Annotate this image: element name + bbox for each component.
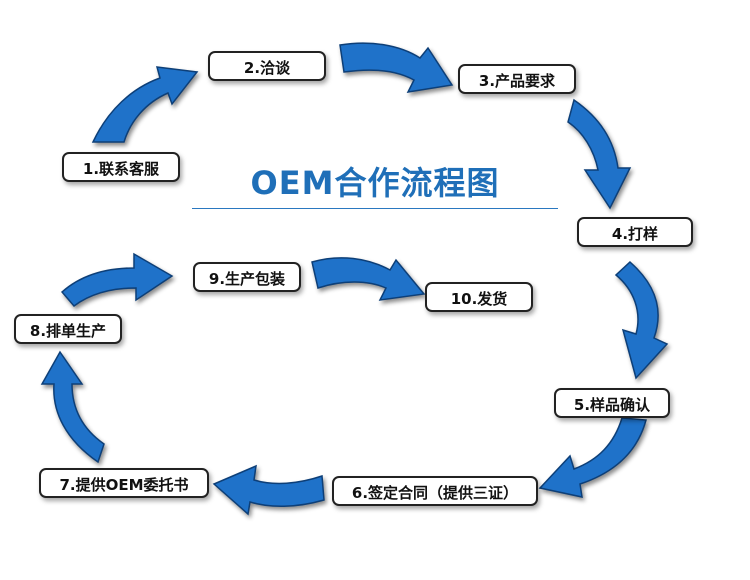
- diagram-title: OEM合作流程图: [250, 164, 500, 202]
- step-3-product-requirements: 3.产品要求: [458, 64, 576, 94]
- step-8-production-scheduling: 8.排单生产: [14, 314, 122, 344]
- step-4-sampling: 4.打样: [577, 217, 693, 247]
- arrow-8-to-9: [60, 252, 174, 308]
- arrow-4-to-5: [614, 260, 669, 380]
- arrow-7-to-8: [40, 350, 105, 464]
- step-7-oem-authorization: 7.提供OEM委托书: [39, 468, 209, 498]
- step-6-sign-contract: 6.签定合同（提供三证）: [332, 476, 538, 506]
- step-1-contact-service: 1.联系客服: [62, 152, 180, 182]
- step-2-negotiation: 2.洽谈: [208, 51, 326, 81]
- step-10-shipping: 10.发货: [425, 282, 533, 312]
- title-underline: [192, 208, 558, 209]
- arrow-2-to-3: [339, 42, 454, 93]
- step-9-production-packaging: 9.生产包装: [193, 262, 301, 292]
- arrow-5-to-6: [538, 417, 647, 498]
- arrow-6-to-7: [212, 464, 325, 516]
- arrow-3-to-4: [567, 98, 632, 210]
- arrow-1-to-2: [91, 66, 199, 143]
- step-5-sample-confirmation: 5.样品确认: [554, 388, 670, 418]
- arrow-9-to-10: [311, 257, 426, 301]
